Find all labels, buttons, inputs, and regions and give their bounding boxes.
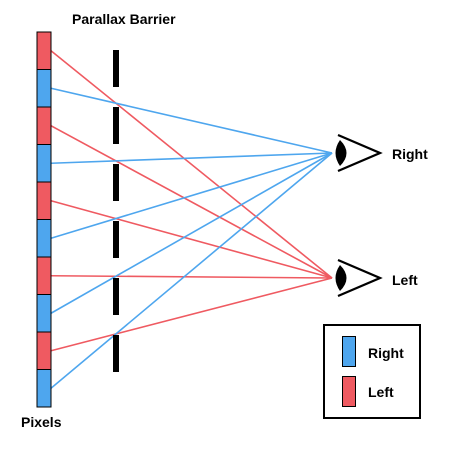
- legend-swatch-left: [342, 376, 356, 407]
- pixel-left: [36, 31, 52, 70]
- left-eye-label: Left: [392, 272, 418, 288]
- ray-right: [50, 87, 333, 154]
- ray-left: [50, 274, 333, 279]
- legend-label-left: Left: [368, 384, 394, 400]
- pixel-right: [36, 69, 52, 108]
- legend-swatch-right: [342, 336, 356, 367]
- barrier-segment: [113, 164, 119, 201]
- left-eye-icon: [335, 258, 383, 298]
- pixel-right: [36, 369, 52, 408]
- ray-right: [50, 152, 333, 165]
- light-rays: [50, 50, 333, 389]
- barrier-segment: [113, 221, 119, 258]
- pixel-left: [36, 106, 52, 145]
- pixel-right: [36, 219, 52, 258]
- ray-left: [50, 50, 333, 279]
- ray-right: [50, 152, 333, 240]
- right-eye-icon: [335, 133, 383, 173]
- pixel-left: [36, 331, 52, 370]
- barrier-segment: [113, 278, 119, 315]
- ray-left: [50, 199, 333, 279]
- legend-label-right: Right: [368, 345, 404, 361]
- ray-right: [50, 152, 333, 314]
- barrier-segment: [113, 107, 119, 144]
- pixel-left: [36, 181, 52, 220]
- parallax-barrier: [113, 50, 119, 372]
- ray-left: [50, 277, 333, 352]
- pixel-right: [36, 294, 52, 333]
- ray-right: [50, 152, 333, 389]
- right-eye-label: Right: [392, 146, 428, 162]
- barrier-segment: [113, 335, 119, 372]
- eyes: [335, 133, 383, 298]
- pixel-column: [36, 31, 52, 408]
- pixels-label: Pixels: [21, 414, 62, 430]
- ray-left: [50, 125, 333, 279]
- diagram-title: Parallax Barrier: [72, 11, 176, 27]
- legend: Right Left: [323, 324, 421, 419]
- barrier-segment: [113, 50, 119, 87]
- pixel-right: [36, 144, 52, 183]
- pixel-left: [36, 256, 52, 295]
